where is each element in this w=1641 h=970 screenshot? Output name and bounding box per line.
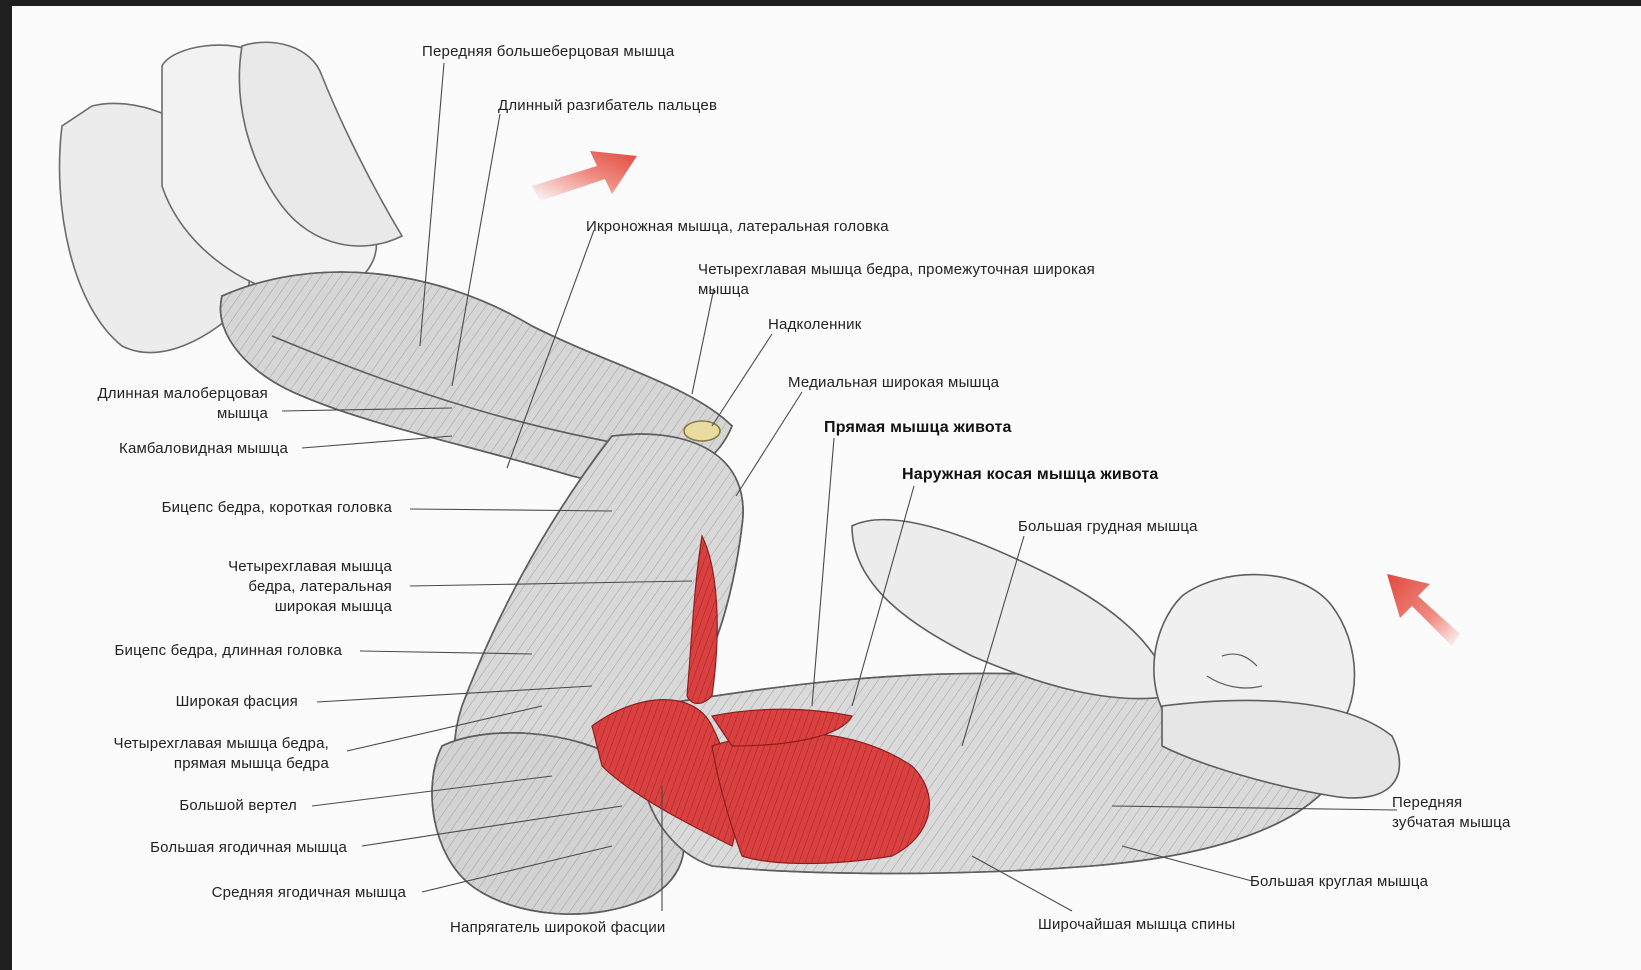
label-peroneus-longus-2: мышца	[217, 403, 268, 424]
label-rectus-femoris-2: прямая мышца бедра	[174, 753, 329, 774]
label-vastus-medialis: Медиальная широкая мышца	[788, 372, 999, 393]
label-serratus-anterior-2: зубчатая мышца	[1392, 812, 1511, 833]
label-gastrocnemius-lateral: Икроножная мышца, латеральная головка	[586, 216, 889, 237]
label-tibialis-anterior: Передняя большеберцовая мышца	[422, 41, 674, 62]
diagram-frame: Передняя большеберцовая мышца Длинный ра…	[12, 6, 1641, 970]
label-latissimus-dorsi: Широчайшая мышца спины	[1038, 914, 1235, 935]
label-patella: Надколенник	[768, 314, 861, 335]
label-biceps-femoris-long: Бицепс бедра, длинная головка	[115, 640, 343, 661]
label-greater-trochanter: Большой вертел	[179, 795, 297, 816]
label-vastus-lateralis-3: широкая мышца	[275, 596, 392, 617]
label-peroneus-longus-1: Длинная малоберцовая	[97, 383, 268, 404]
label-fascia-lata: Широкая фасция	[176, 691, 298, 712]
label-biceps-femoris-short: Бицепс бедра, короткая головка	[162, 497, 392, 518]
label-rectus-abdominis: Прямая мышца живота	[824, 417, 1012, 438]
label-rectus-femoris-1: Четырехглавая мышца бедра,	[114, 733, 330, 754]
label-vastus-intermedius-2: мышца	[698, 279, 749, 300]
label-ext-digitorum-longus: Длинный разгибатель пальцев	[498, 95, 717, 116]
label-gluteus-maximus: Большая ягодичная мышца	[150, 837, 347, 858]
label-soleus: Камбаловидная мышца	[119, 438, 288, 459]
label-vastus-lateralis-2: бедра, латеральная	[248, 576, 392, 597]
label-teres-major: Большая круглая мышца	[1250, 871, 1428, 892]
arrow-up-right-icon	[1387, 574, 1460, 646]
label-vastus-lateralis-1: Четырехглавая мышца	[228, 556, 392, 577]
label-serratus-anterior-1: Передняя	[1392, 792, 1462, 813]
arrow-up-left-icon	[532, 151, 637, 201]
label-tensor-fasciae-latae: Напрягатель широкой фасции	[450, 917, 665, 938]
label-vastus-intermedius-1: Четырехглавая мышца бедра, промежуточная…	[698, 259, 1095, 280]
label-external-oblique: Наружная косая мышца живота	[902, 464, 1158, 485]
label-gluteus-medius: Средняя ягодичная мышца	[212, 882, 406, 903]
label-pectoralis-major: Большая грудная мышца	[1018, 516, 1198, 537]
